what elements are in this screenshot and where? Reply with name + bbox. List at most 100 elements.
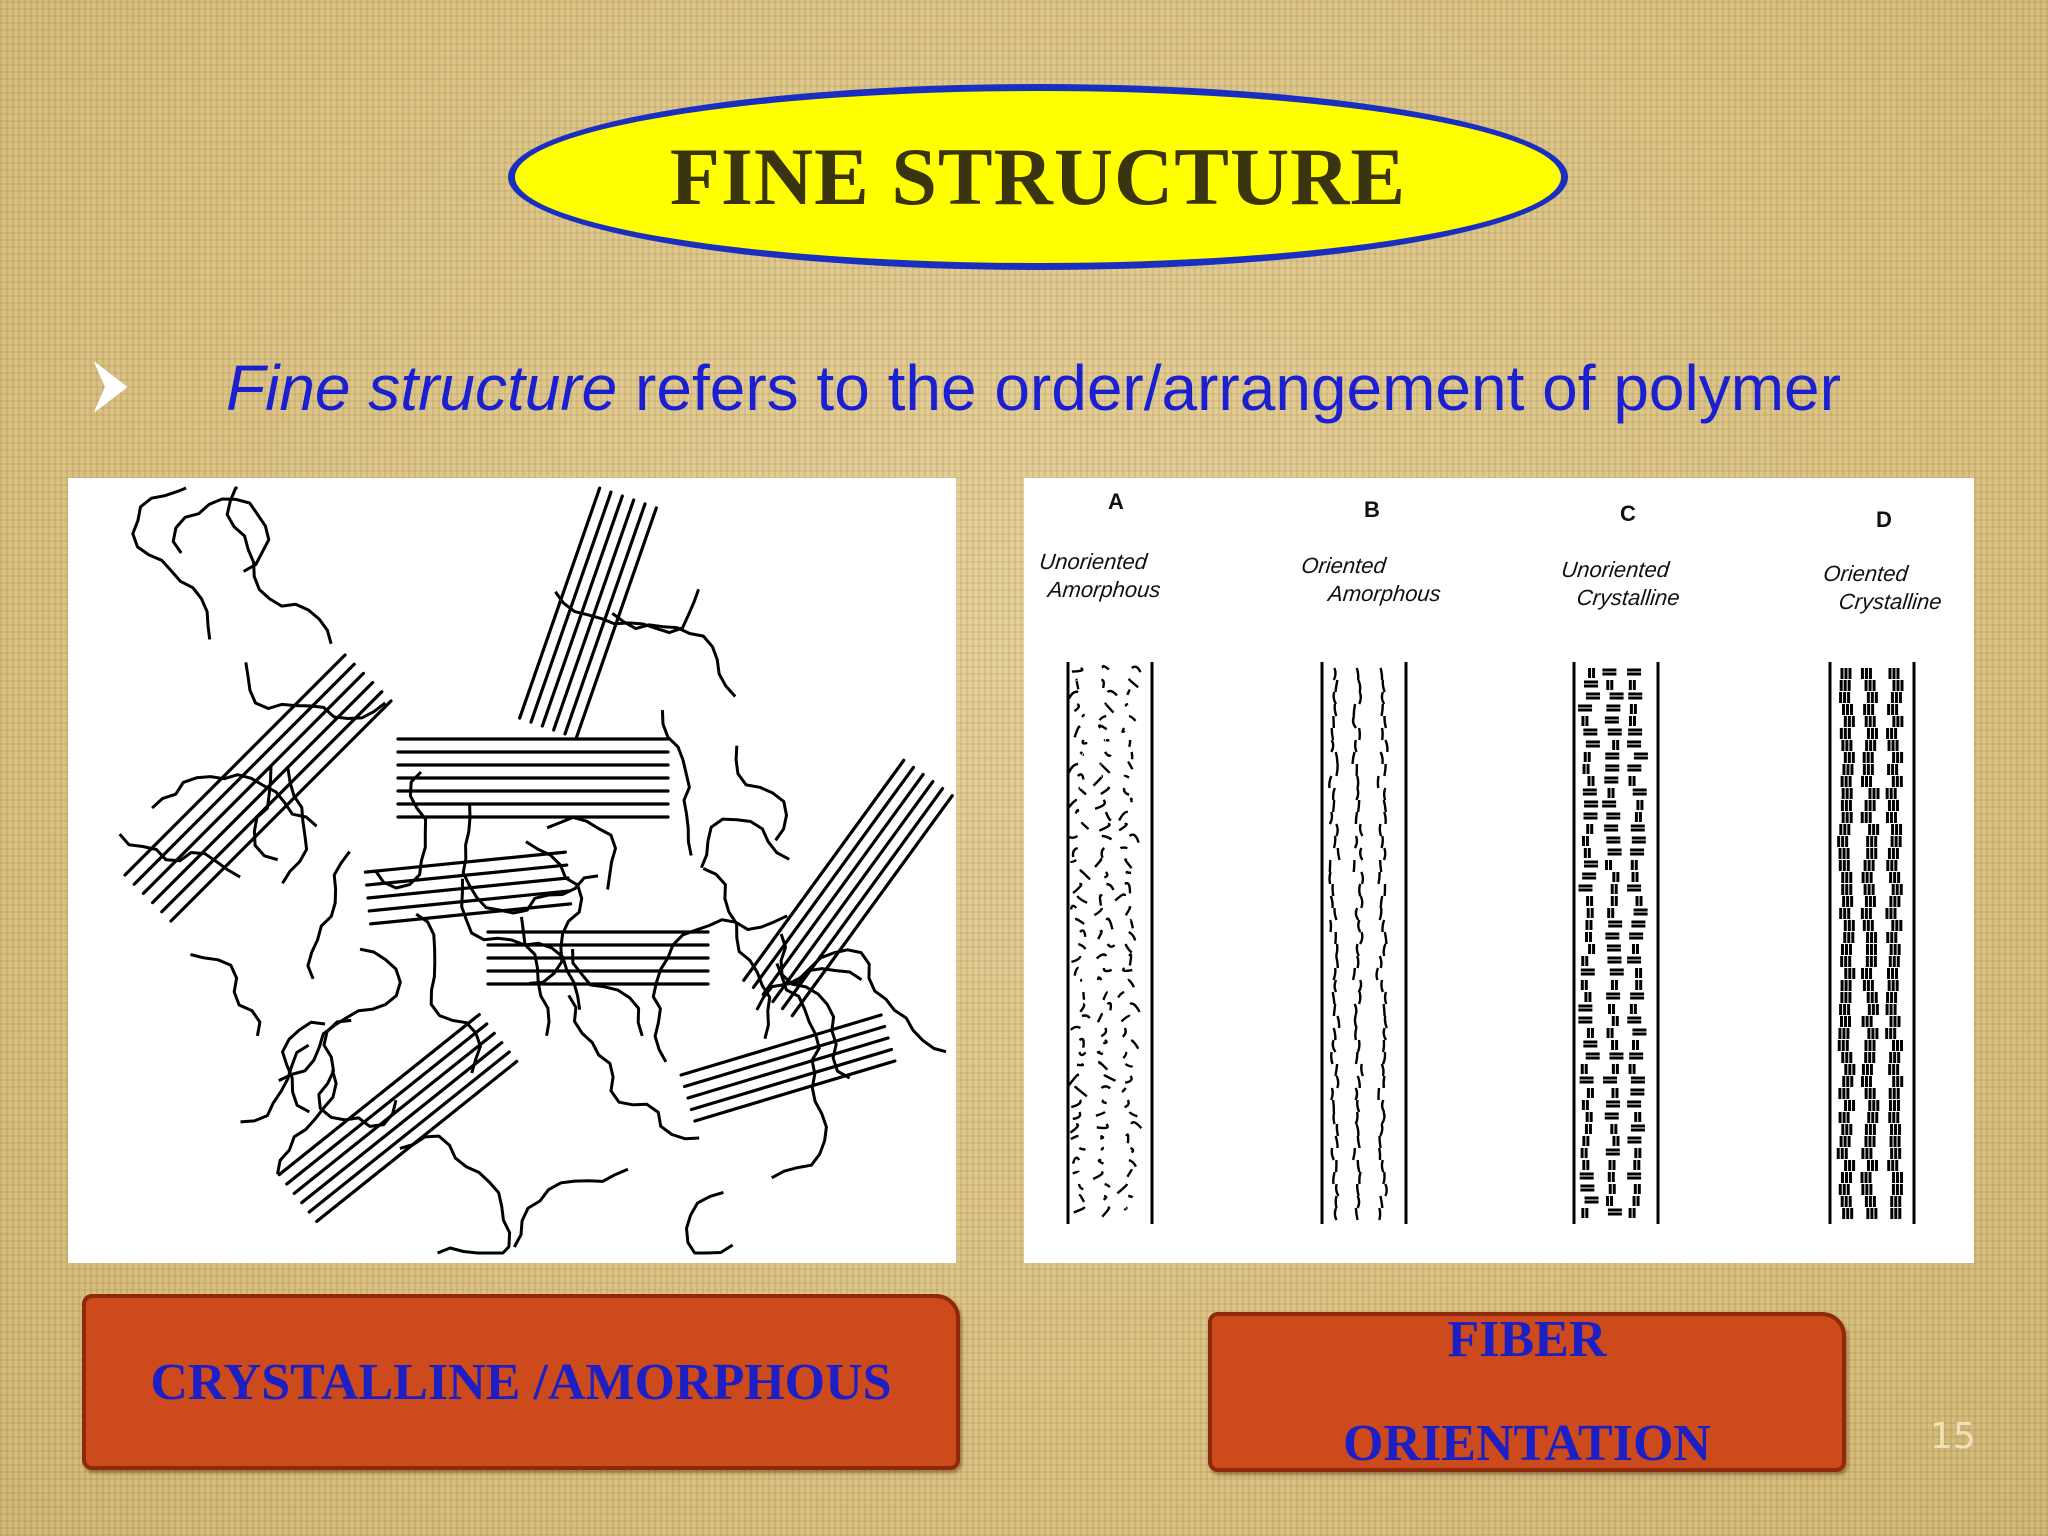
unoriented-crystalline-segment	[1602, 668, 1617, 676]
column-a-letter: A	[1108, 489, 1124, 514]
unoriented-amorphous-segment	[1067, 762, 1079, 774]
unoriented-amorphous-segment	[1118, 822, 1128, 832]
oriented-crystalline-segment	[1866, 836, 1878, 847]
unoriented-crystalline-segment	[1610, 884, 1618, 894]
unoriented-amorphous-segment	[1079, 751, 1085, 756]
unoriented-amorphous-segment	[1131, 665, 1142, 673]
oriented-amorphous-segment	[1332, 1003, 1337, 1017]
crystalline-chain	[682, 1024, 887, 1089]
unoriented-crystalline-segment	[1604, 1112, 1619, 1120]
oriented-crystalline-segment	[1843, 932, 1855, 943]
amorphous-chain	[651, 914, 788, 1063]
unoriented-amorphous-segment	[1077, 942, 1087, 950]
oriented-amorphous-segment	[1354, 1111, 1359, 1125]
unoriented-amorphous-segment	[1097, 1158, 1105, 1165]
oriented-amorphous-segment	[1334, 943, 1339, 957]
unoriented-crystalline-segment	[1584, 992, 1592, 1002]
oriented-crystalline-segment	[1891, 776, 1903, 787]
oriented-amorphous-segment	[1382, 943, 1387, 957]
oriented-amorphous-segment	[1383, 715, 1388, 729]
unoriented-amorphous-segment	[1070, 1099, 1082, 1109]
oriented-crystalline-segment	[1842, 704, 1854, 715]
unoriented-amorphous-segment	[1099, 762, 1111, 774]
unoriented-crystalline-segment	[1584, 860, 1599, 868]
oriented-crystalline-segment	[1861, 1184, 1873, 1195]
oriented-amorphous-segment	[1382, 799, 1388, 813]
oriented-crystalline-segment	[1866, 692, 1878, 703]
unoriented-amorphous-segment	[1126, 1168, 1133, 1178]
unoriented-crystalline-segment	[1612, 740, 1620, 750]
oriented-amorphous-segment	[1335, 1075, 1340, 1089]
oriented-amorphous-segment	[1352, 859, 1356, 873]
amorphous-chain	[546, 815, 617, 890]
unoriented-amorphous-segment	[1103, 751, 1112, 757]
unoriented-amorphous-segment	[1100, 1085, 1111, 1090]
unoriented-amorphous-segment	[1069, 904, 1078, 910]
unoriented-crystalline-segment	[1607, 1208, 1622, 1216]
unoriented-crystalline-segment	[1629, 1004, 1637, 1014]
unoriented-crystalline-segment	[1585, 1052, 1600, 1060]
oriented-crystalline-segment	[1861, 1016, 1873, 1027]
crystalline-chain	[365, 863, 569, 887]
oriented-amorphous-segment	[1381, 679, 1386, 693]
oriented-amorphous-segment	[1356, 1099, 1361, 1113]
oriented-crystalline-segment	[1861, 776, 1873, 787]
unoriented-crystalline-segment	[1579, 1076, 1594, 1084]
unoriented-crystalline-segment	[1581, 836, 1589, 846]
unoriented-crystalline-segment	[1585, 920, 1593, 930]
oriented-amorphous-segment	[1331, 1039, 1337, 1053]
crystalline-chain	[686, 1036, 890, 1100]
oriented-crystalline-segment	[1861, 968, 1873, 979]
oriented-amorphous-segment	[1354, 907, 1360, 921]
unoriented-crystalline-segment	[1584, 1196, 1599, 1204]
oriented-crystalline-segment	[1888, 1064, 1900, 1075]
unoriented-amorphous-segment	[1073, 725, 1081, 738]
unoriented-crystalline-segment	[1627, 1136, 1642, 1144]
unoriented-amorphous-segment	[1072, 1111, 1082, 1121]
unoriented-crystalline-segment	[1604, 776, 1619, 784]
unoriented-amorphous-segment	[1121, 1027, 1127, 1038]
oriented-crystalline-segment	[1887, 764, 1899, 775]
unoriented-crystalline-segment	[1631, 872, 1639, 882]
unoriented-crystalline-segment	[1634, 1112, 1642, 1122]
oriented-amorphous-segment	[1334, 1135, 1339, 1149]
unoriented-crystalline-segment	[1607, 908, 1615, 918]
oriented-amorphous-segment	[1380, 1099, 1386, 1113]
amorphous-chain	[171, 497, 271, 573]
oriented-amorphous-segment	[1383, 763, 1387, 777]
unoriented-crystalline-segment	[1581, 1208, 1589, 1218]
unoriented-amorphous-segment	[1104, 1182, 1111, 1188]
crystalline-chain	[307, 1050, 511, 1214]
oriented-crystalline-segment	[1844, 968, 1856, 979]
unoriented-amorphous-segment	[1067, 1073, 1080, 1087]
oriented-amorphous-segment	[1331, 787, 1336, 801]
unoriented-crystalline-segment	[1631, 836, 1646, 844]
unoriented-amorphous-segment	[1081, 739, 1088, 745]
unoriented-amorphous-segment	[1124, 858, 1133, 869]
crystalline-chain	[366, 876, 570, 900]
oriented-amorphous-segment	[1335, 823, 1339, 837]
unoriented-crystalline-segment	[1628, 1208, 1636, 1218]
unoriented-amorphous-segment	[1129, 1146, 1135, 1154]
unoriented-crystalline-segment	[1581, 1100, 1589, 1110]
oriented-crystalline-segment	[1887, 1160, 1899, 1171]
unoriented-amorphous-segment	[1119, 846, 1128, 850]
oriented-amorphous-segment	[1357, 919, 1362, 933]
oriented-crystalline-segment	[1840, 992, 1852, 1003]
oriented-crystalline-segment	[1862, 752, 1874, 763]
oriented-amorphous-segment	[1383, 991, 1388, 1005]
oriented-amorphous-segment	[1356, 1135, 1361, 1149]
oriented-amorphous-segment	[1355, 1183, 1360, 1197]
amorphous-chain	[554, 588, 701, 635]
oriented-crystalline-segment	[1838, 860, 1850, 871]
oriented-amorphous-segment	[1356, 1039, 1361, 1053]
oriented-crystalline-segment	[1889, 872, 1901, 883]
oriented-amorphous-segment	[1330, 1087, 1334, 1101]
oriented-crystalline-segment	[1866, 992, 1878, 1003]
crystalline-chain	[150, 680, 375, 905]
oriented-amorphous-segment	[1353, 1015, 1358, 1029]
unoriented-amorphous-segment	[1067, 690, 1079, 700]
unoriented-crystalline-segment	[1631, 1040, 1639, 1050]
oriented-amorphous-segment	[1358, 823, 1364, 837]
oriented-crystalline-segment	[1864, 1040, 1876, 1051]
